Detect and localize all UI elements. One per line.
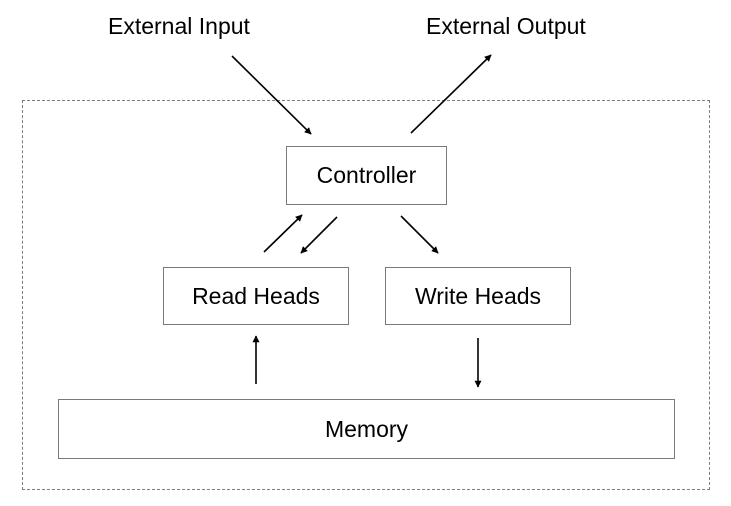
- write-heads-node: Write Heads: [385, 267, 571, 325]
- controller-node: Controller: [286, 146, 447, 205]
- arrow-controller-to-read-heads: [300, 216, 338, 254]
- system-boundary: [22, 100, 710, 490]
- controller-label: Controller: [316, 162, 417, 188]
- arrow-read-heads-to-controller: [263, 214, 303, 253]
- arrow-controller-to-external-output: [410, 54, 492, 134]
- memory-label: Memory: [324, 415, 409, 442]
- arrow-external-input-to-controller: [231, 55, 312, 135]
- read-heads-label: Read Heads: [192, 282, 320, 309]
- memory-node: Memory: [58, 399, 675, 459]
- read-heads-node: Read Heads: [163, 267, 349, 325]
- arrow-controller-to-write-heads: [400, 215, 439, 254]
- write-heads-label: Write Heads: [414, 282, 542, 309]
- external-output-label: External Output: [426, 13, 586, 39]
- external-input-label: External Input: [108, 13, 250, 39]
